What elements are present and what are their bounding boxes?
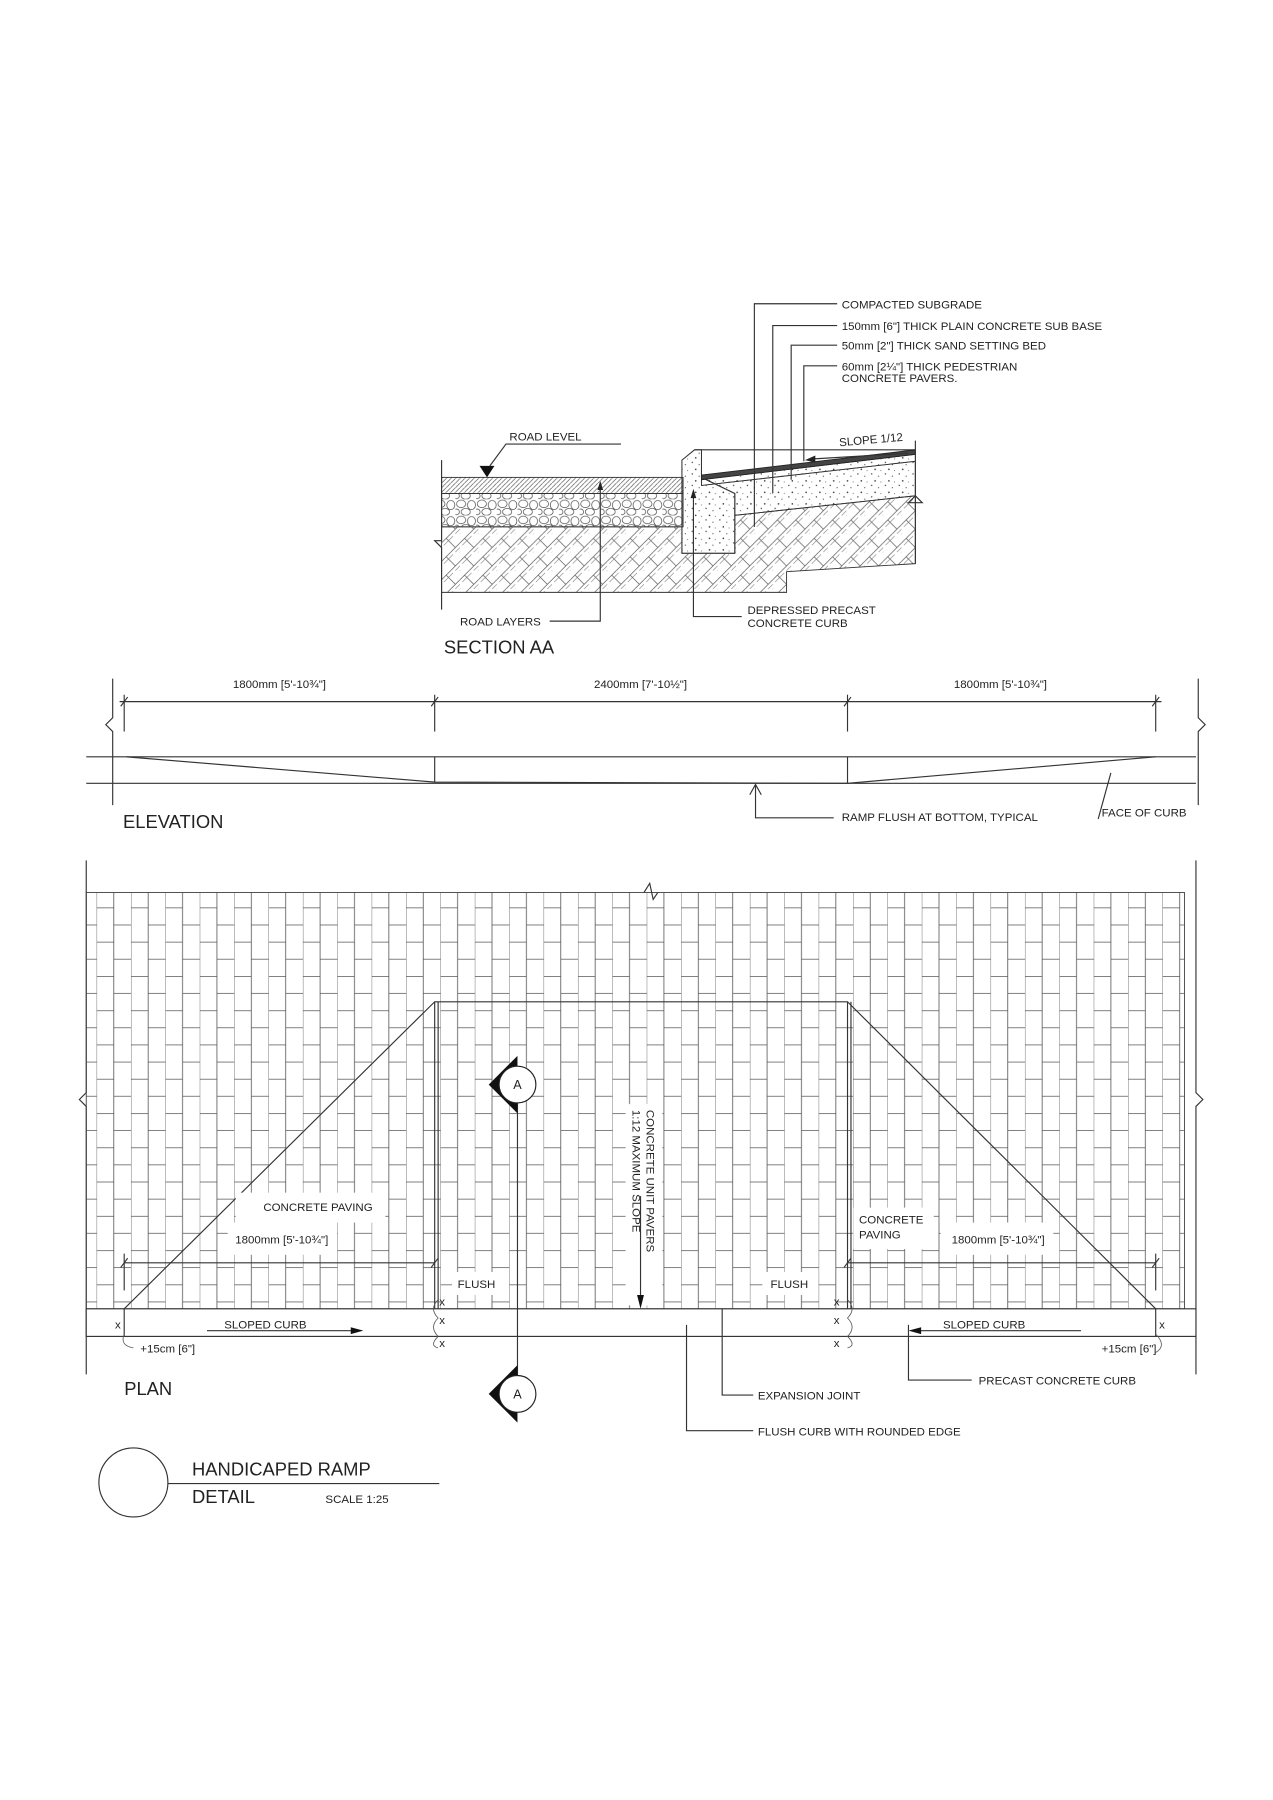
- x-mark: x: [439, 1338, 445, 1350]
- label-curb-line2: CONCRETE CURB: [747, 618, 848, 630]
- elevation-title: ELEVATION: [123, 811, 223, 832]
- section-aa: COMPACTED SUBGRADE 150mm [6"] THICK PLAI…: [433, 299, 1103, 657]
- title-block: HANDICAPED RAMP DETAIL SCALE 1:25: [98, 1447, 440, 1518]
- label-road-layers: ROAD LAYERS: [460, 617, 541, 629]
- plan-title: PLAN: [124, 1378, 172, 1399]
- label-sloped-curb-right: SLOPED CURB: [943, 1319, 1026, 1331]
- section-marker-bottom[interactable]: A: [488, 1365, 537, 1423]
- label-unit-pavers: CONCRETE UNIT PAVERS: [643, 1110, 655, 1253]
- x-mark: x: [834, 1315, 840, 1327]
- label-rise-left: +15cm [6"]: [140, 1344, 195, 1356]
- label-face-of-curb: FACE OF CURB: [1102, 808, 1187, 820]
- section-marker-label: A: [513, 1388, 522, 1402]
- road-level-marker-icon: [479, 465, 495, 478]
- label-pavers-line2: CONCRETE PAVERS.: [842, 373, 958, 385]
- label-ramp-flush: RAMP FLUSH AT BOTTOM, TYPICAL: [842, 812, 1038, 824]
- ramp-outline: [123, 1001, 1157, 1310]
- label-flush-left: FLUSH: [458, 1279, 496, 1291]
- slope-arrow: [811, 452, 909, 460]
- x-mark: x: [115, 1319, 121, 1331]
- x-mark: x: [1159, 1319, 1165, 1331]
- label-sloped-curb-left: SLOPED CURB: [224, 1319, 307, 1331]
- label-compacted-subgrade: COMPACTED SUBGRADE: [842, 299, 983, 311]
- label-precast-curb: PRECAST CONCRETE CURB: [979, 1376, 1137, 1388]
- label-max-slope: 1:12 MAXIMUM SLOPE: [629, 1110, 641, 1233]
- section-title: SECTION AA: [444, 636, 555, 657]
- x-mark: x: [439, 1296, 445, 1308]
- section-marker-label: A: [513, 1078, 522, 1092]
- label-sand-bed: 50mm [2"] THICK SAND SETTING BED: [842, 341, 1046, 353]
- label-pavers-line1: 60mm [2¼"] THICK PEDESTRIAN: [842, 361, 1018, 373]
- label-concrete-paving-right-1: CONCRETE: [859, 1215, 924, 1227]
- label-expansion-joint: EXPANSION JOINT: [758, 1391, 861, 1403]
- x-mark: x: [834, 1296, 840, 1308]
- label-road-level: ROAD LEVEL: [509, 432, 581, 444]
- label-sub-base: 150mm [6"] THICK PLAIN CONCRETE SUB BASE: [842, 321, 1103, 333]
- title-line2: DETAIL: [192, 1486, 255, 1507]
- label-slope: SLOPE 1/12: [839, 432, 904, 450]
- curb-band: [85, 1308, 1197, 1337]
- dim-right: 1800mm [5'-10¾"]: [954, 679, 1047, 691]
- x-mark: x: [834, 1338, 840, 1350]
- label-flush-right: FLUSH: [770, 1279, 808, 1291]
- dim-middle: 2400mm [7'-10½"]: [594, 679, 687, 691]
- plan: CONCRETE PAVING CONCRETE PAVING 1800mm […: [78, 860, 1204, 1438]
- dim-left: 1800mm [5'-10¾"]: [233, 679, 326, 691]
- label-curb-line1: DEPRESSED PRECAST: [747, 605, 875, 617]
- road-aggregate-layer: [441, 493, 684, 528]
- section-marker-top[interactable]: A: [488, 1055, 537, 1114]
- label-concrete-paving-right-2: PAVING: [859, 1230, 901, 1242]
- title-line1: HANDICAPED RAMP: [192, 1459, 371, 1480]
- road-surface-layer: [441, 476, 684, 494]
- label-flush-curb: FLUSH CURB WITH ROUNDED EDGE: [758, 1426, 961, 1438]
- elevation: 1800mm [5'-10¾"] 2400mm [7'-10½"] 1800mm…: [86, 678, 1206, 832]
- label-concrete-paving-left: CONCRETE PAVING: [263, 1202, 372, 1214]
- plan-dim-left: 1800mm [5'-10¾"]: [235, 1234, 328, 1246]
- precast-curb: [681, 449, 736, 554]
- label-rise-right: +15cm [6"]: [1102, 1344, 1157, 1356]
- slope-direction-arrow: [637, 1295, 644, 1309]
- ramp-profile: [126, 756, 1156, 784]
- title-scale: SCALE 1:25: [325, 1494, 388, 1506]
- plan-dim-right: 1800mm [5'-10¾"]: [952, 1234, 1045, 1246]
- detail-bubble: [98, 1447, 169, 1518]
- x-mark: x: [439, 1315, 445, 1327]
